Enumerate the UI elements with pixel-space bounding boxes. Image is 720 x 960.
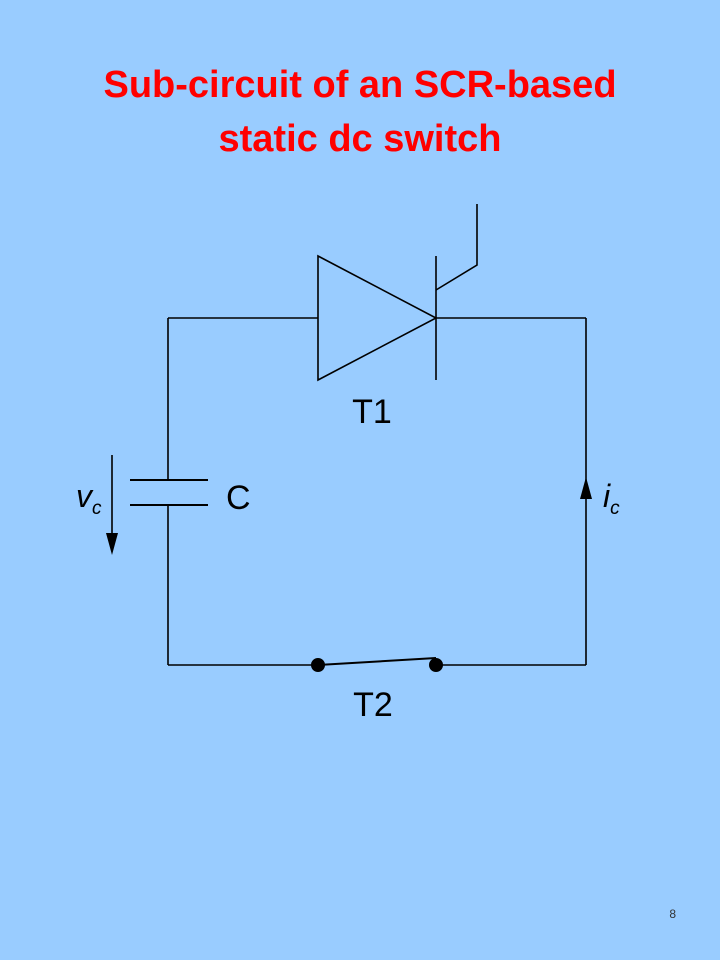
scr-t1 — [317, 204, 478, 382]
label-vc-sub: c — [92, 498, 102, 519]
switch-blade — [317, 657, 437, 666]
title-line-1: Sub-circuit of an SCR-based — [103, 64, 617, 106]
label-t2: T2 — [353, 686, 393, 724]
label-c: C — [226, 479, 251, 517]
scr-triangle — [317, 254, 438, 382]
label-t1: T1 — [352, 393, 392, 431]
scr-gate-lead — [435, 204, 478, 291]
label-ic-sub: c — [610, 498, 620, 519]
label-vc-main: v — [76, 478, 94, 514]
current-arrow-head — [580, 477, 592, 499]
slide-title: Sub-circuit of an SCR-based static dc sw… — [0, 58, 720, 166]
label-ic: ic — [603, 478, 620, 519]
circuit-wires — [167, 317, 587, 666]
voltage-arrow-head — [106, 533, 118, 555]
switch-terminal-right — [429, 658, 443, 672]
capacitor-c — [130, 479, 208, 506]
page-number: 8 — [669, 907, 676, 921]
title-line-2: static dc switch — [218, 118, 502, 160]
label-vc: vc — [76, 478, 102, 519]
current-arrow — [580, 477, 592, 499]
voltage-arrow — [106, 455, 118, 555]
label-ic-main: i — [603, 478, 611, 514]
switch-t2 — [311, 657, 443, 672]
